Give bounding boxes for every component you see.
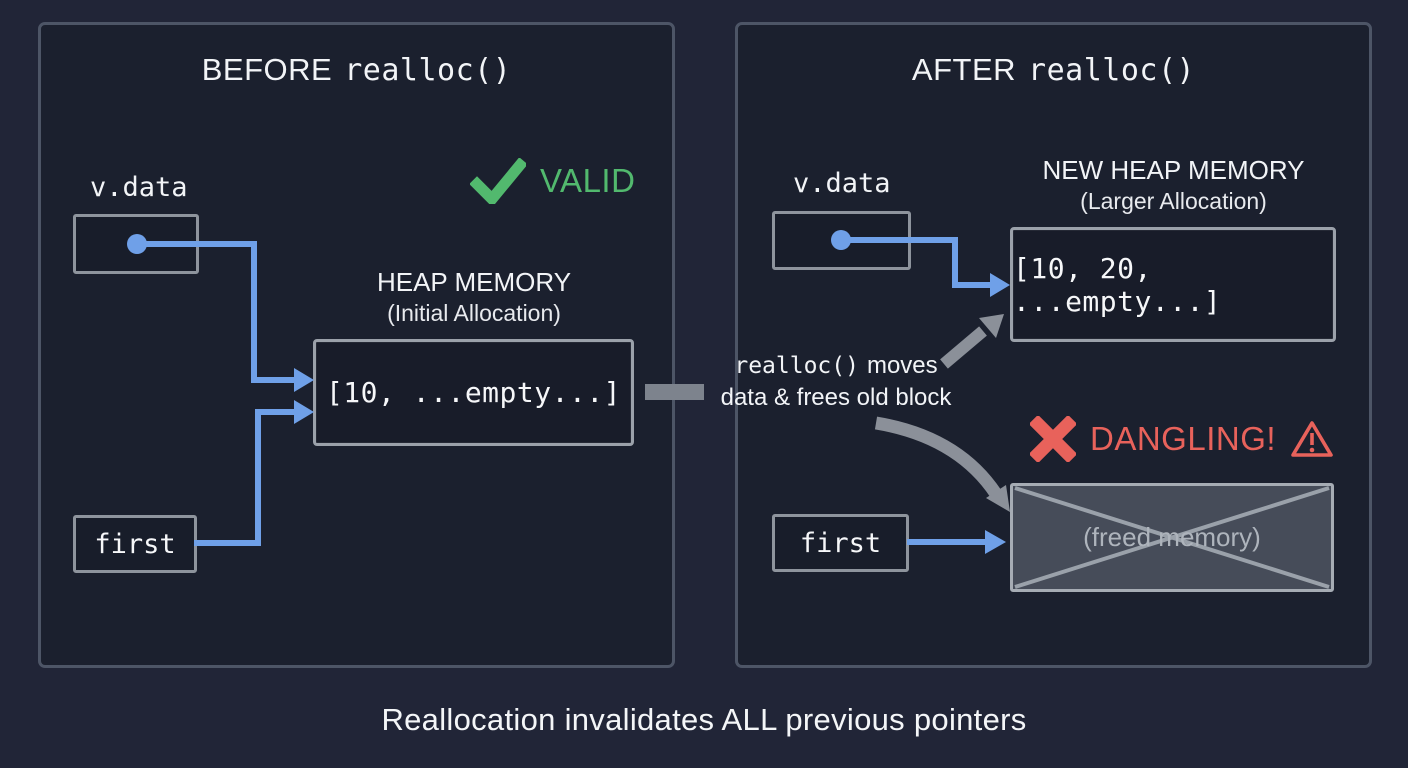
heap-box-before: [10, ...empty...] [313,339,634,446]
new-heap-subtitle: (Larger Allocation) [1080,188,1267,214]
after-panel [735,22,1372,668]
realloc-note-line2: data & frees old block [720,384,952,411]
realloc-note: realloc() moves data & frees old block [700,350,972,413]
vdata-box-after [772,211,911,270]
dangling-badge-label: DANGLING! [1090,420,1277,457]
valid-badge: VALID [470,158,635,204]
heap-contents-before: [10, ...empty...] [325,376,622,409]
valid-badge-label: VALID [540,162,636,199]
after-title-code: realloc() [1028,53,1196,88]
before-panel-title: BEFORE realloc() [38,52,675,88]
new-heap-box: [10, 20, ...empty...] [1010,227,1336,342]
after-panel-title: AFTER realloc() [735,52,1372,88]
vdata-label-before: v.data [90,172,188,203]
freed-memory-box: (freed memory) [1010,483,1334,592]
first-label-before: first [94,528,176,560]
first-box-after: first [772,514,909,572]
first-label-after: first [799,527,882,559]
realloc-note-code: realloc() [734,353,859,379]
freed-cross-lines [1014,486,1330,589]
vdata-label-after: v.data [793,168,891,199]
vdata-box-before [73,214,199,274]
dangling-badge: DANGLING! [1030,416,1334,462]
before-title-text: BEFORE [201,52,333,87]
new-heap-title: NEW HEAP MEMORY [1042,155,1305,185]
after-title-text: AFTER [911,52,1017,87]
heap-subtitle-before: (Initial Allocation) [387,300,561,326]
warning-triangle-icon [1291,421,1333,457]
heap-title-before: HEAP MEMORY [376,267,572,297]
bottom-caption: Reallocation invalidates ALL previous po… [381,702,1027,737]
checkmark-icon [470,158,526,204]
realloc-note-rest: moves [866,352,938,379]
x-mark-icon [1030,416,1076,462]
realloc-note-line1: realloc() moves [700,350,972,382]
before-title-code: realloc() [344,53,512,88]
first-box-before: first [73,515,197,573]
freed-memory-label: (freed memory) [1083,522,1261,552]
new-heap-contents: [10, 20, ...empty...] [1013,251,1222,318]
